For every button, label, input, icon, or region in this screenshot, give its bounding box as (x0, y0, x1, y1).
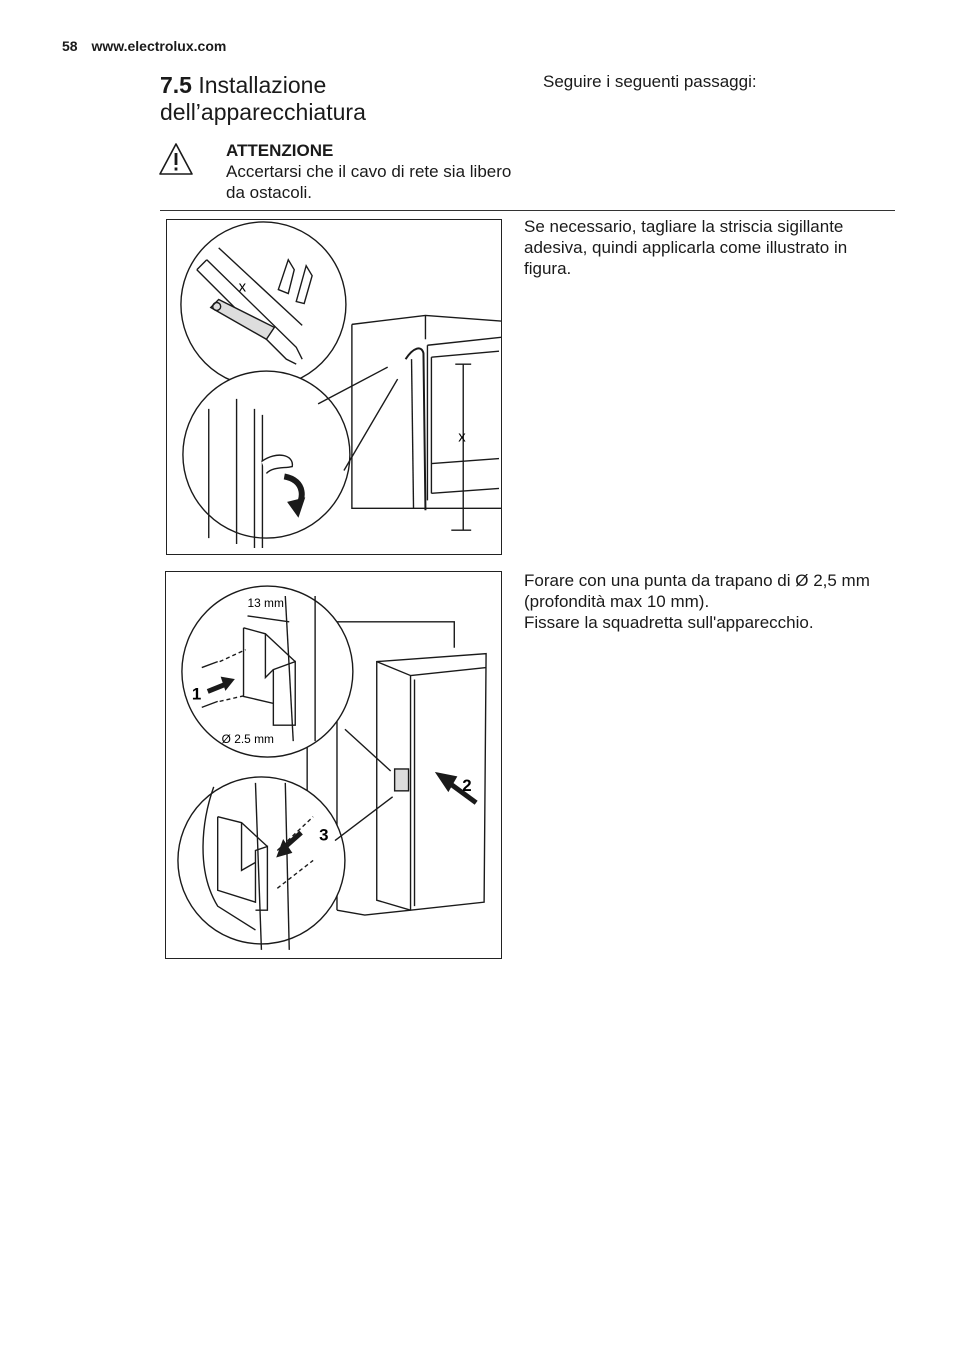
label-13mm: 13 mm (248, 596, 284, 610)
page-number: 58 (62, 38, 78, 54)
step-bracket-text: Forare con una punta da trapano di Ø 2,5… (524, 570, 894, 633)
section-title-text: Installazione dell’apparecchiatura (160, 72, 366, 125)
label-step-1: 1 (192, 684, 201, 703)
intro-text: Seguire i seguenti passaggi: (543, 72, 757, 91)
warning-heading: ATTENZIONE (226, 141, 334, 160)
seal-strip-illustration: x x (180, 221, 501, 549)
website-url[interactable]: www.electrolux.com (91, 38, 227, 54)
step-bracket-line-1: Forare con una punta da trapano di Ø 2,5… (524, 571, 870, 611)
step-seal-strip-text: Se necessario, tagliare la striscia sigi… (524, 217, 848, 278)
section-title: 7.5 Installazione dell’apparecchiatura (160, 72, 490, 126)
warning-box: ATTENZIONE Accertarsi che il cavo di ret… (226, 140, 516, 203)
bracket-fixing-illustration: 13 mm Ø 2.5 mm 1 2 3 (177, 585, 487, 950)
section-number: 7.5 (160, 72, 192, 98)
label-step-2: 2 (462, 776, 471, 795)
label-x-side: x (458, 430, 466, 446)
step-bracket-line-2: Fissare la squadretta sull'apparecchio. (524, 613, 814, 632)
page-header: 58 www.electrolux.com (62, 38, 226, 54)
label-step-3: 3 (319, 826, 328, 845)
label-2-5mm: Ø 2.5 mm (222, 732, 274, 746)
figure-bracket-fixing: 13 mm Ø 2.5 mm 1 2 3 (165, 571, 502, 959)
section-divider (160, 210, 895, 211)
figure-seal-strip: x x (166, 219, 502, 555)
warning-text: Accertarsi che il cavo di rete sia liber… (226, 162, 512, 202)
warning-triangle-icon (159, 143, 193, 175)
label-x-top: x (239, 280, 247, 296)
